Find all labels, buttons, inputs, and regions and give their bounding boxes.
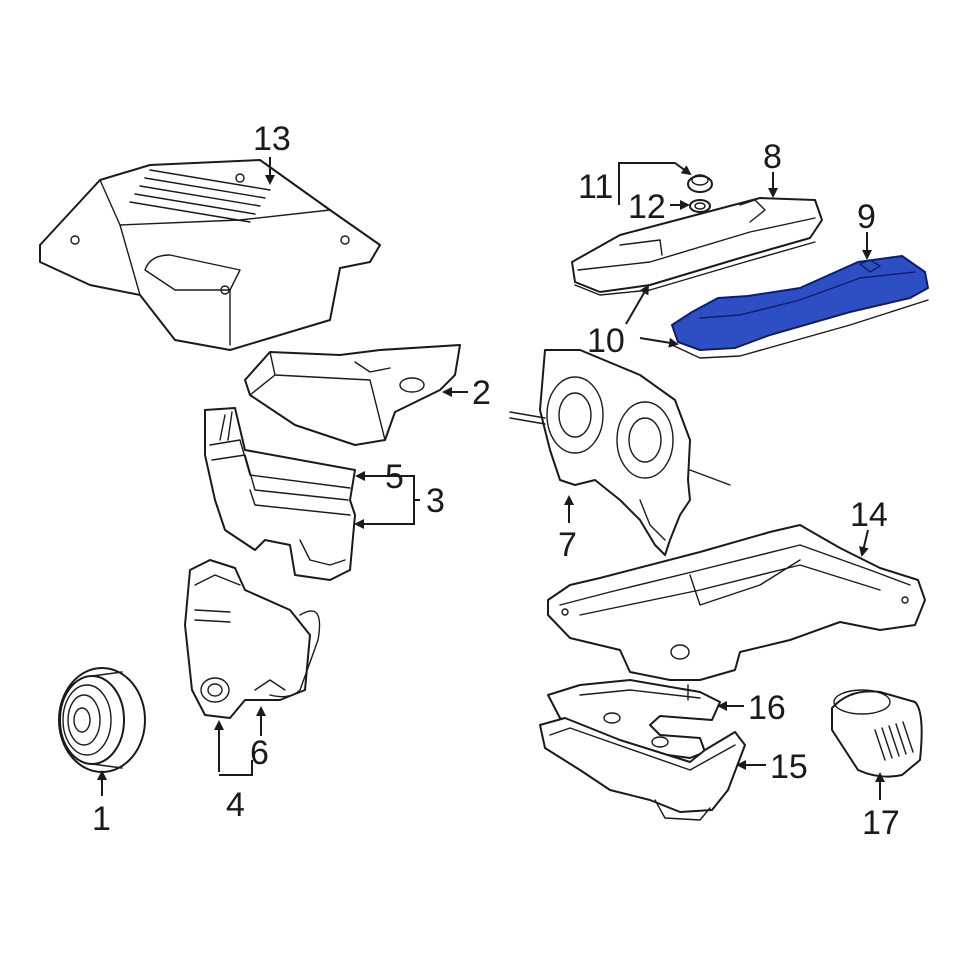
valve-cover-front-highlighted-part[interactable] (671, 255, 929, 359)
callout-14[interactable]: 14 (850, 496, 888, 534)
callout-5[interactable]: 5 (385, 458, 404, 496)
callout-17[interactable]: 17 (862, 804, 900, 842)
callout-8[interactable]: 8 (763, 138, 782, 176)
callout-3[interactable]: 3 (426, 482, 445, 520)
callout-11[interactable]: 11 (578, 168, 613, 206)
intake-plenum-part[interactable] (204, 407, 356, 581)
engine-cover-part[interactable] (39, 159, 381, 351)
leader-14 (859, 529, 869, 557)
timing-cover-lower-part[interactable] (184, 559, 321, 719)
oil-pan-lower-part[interactable] (539, 717, 746, 821)
oil-cap-gasket-part[interactable] (689, 199, 711, 213)
callout-1[interactable]: 1 (92, 800, 111, 838)
oil-filter-part[interactable] (831, 689, 923, 778)
callout-4[interactable]: 4 (226, 786, 245, 824)
leader-10a (625, 284, 650, 325)
leader-10b (639, 337, 679, 348)
oil-filler-cap-part[interactable] (687, 174, 713, 193)
callout-6[interactable]: 6 (250, 734, 269, 772)
timing-cover-upper-part[interactable] (509, 349, 731, 556)
callout-9[interactable]: 9 (857, 198, 876, 236)
callout-7[interactable]: 7 (558, 526, 577, 564)
callout-12[interactable]: 12 (628, 188, 666, 226)
leader-11 (618, 162, 692, 188)
oil-pan-upper-part[interactable] (547, 524, 926, 681)
crank-pulley-part[interactable] (58, 667, 146, 773)
callout-labels: 13 2 5 3 1 4 6 7 8 9 10 11 12 14 15 16 1… (92, 120, 900, 842)
intake-cover-part[interactable] (244, 344, 461, 446)
callout-15[interactable]: 15 (770, 748, 808, 786)
callout-2[interactable]: 2 (472, 374, 491, 412)
valve-cover-rear-part[interactable] (571, 197, 823, 296)
callout-10[interactable]: 10 (587, 322, 625, 360)
callout-16[interactable]: 16 (748, 689, 786, 727)
leader-lines (97, 157, 885, 800)
callout-13[interactable]: 13 (253, 120, 291, 158)
leader-4 (219, 760, 253, 776)
